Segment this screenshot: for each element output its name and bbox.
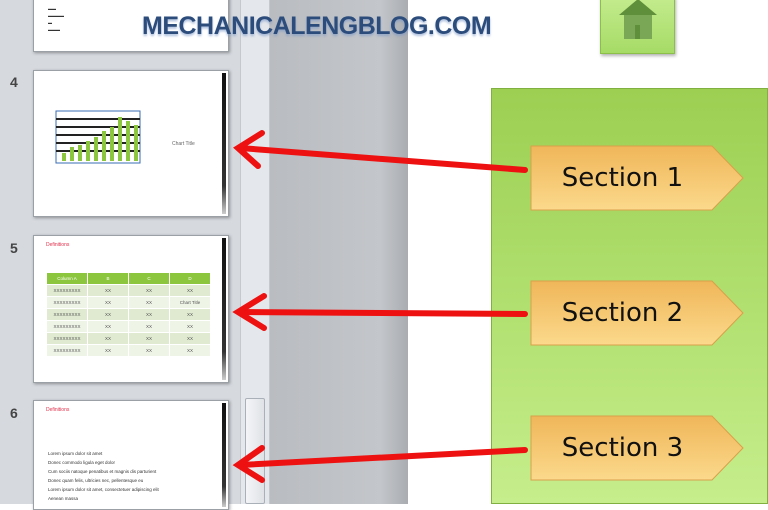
section-2-button[interactable]: Section 2 xyxy=(530,280,745,347)
slide-thumbnail-3[interactable]: ▬▬▬▬▬▬▬▬▬▬ xyxy=(33,0,229,52)
thumbnail-scrollbar[interactable] xyxy=(240,0,270,504)
mini-chart-title: Chart Title xyxy=(172,141,195,147)
pentagon-arrow-shape xyxy=(530,415,744,481)
section-3-label: Section 3 xyxy=(561,433,684,463)
th: C xyxy=(129,273,169,284)
th: B xyxy=(88,273,128,284)
pentagon-arrow-shape xyxy=(530,280,744,346)
slide-thumbnail-panel: ▬▬▬▬▬▬▬▬▬▬ 4 Chart Title 5 Definitions C… xyxy=(0,0,240,510)
red-arrow-1 xyxy=(233,130,528,173)
home-icon xyxy=(619,0,657,39)
bullet: Donec commodo ligula eget dolor xyxy=(48,460,116,465)
slide-edge xyxy=(222,403,226,507)
slide-3-lines: ▬▬▬▬▬▬▬▬▬▬ xyxy=(48,6,64,32)
mini-chart xyxy=(55,110,141,164)
section-1-label: Section 1 xyxy=(561,163,684,193)
bullet: Aenean massa xyxy=(48,496,79,501)
section-1-button[interactable]: Section 1 xyxy=(530,145,745,212)
home-button[interactable] xyxy=(600,0,675,54)
th: Column A xyxy=(47,273,87,284)
slide-edge xyxy=(222,73,226,214)
slide-thumbnail-4[interactable]: Chart Title xyxy=(33,70,229,217)
slide-thumbnail-6[interactable]: Definitions Lorem ipsum dolor sit amet D… xyxy=(33,400,229,510)
slide-edge xyxy=(222,238,226,380)
editor-background xyxy=(270,0,408,504)
slide-number-6: 6 xyxy=(10,405,18,421)
watermark: MECHANICALENGBLOG.COM xyxy=(142,12,492,40)
bullet: Donec quam felis, ultricies nec, pellent… xyxy=(48,478,144,483)
red-arrow-2 xyxy=(232,293,528,331)
slide-6-title: Definitions xyxy=(46,407,70,413)
th: D xyxy=(170,273,210,284)
red-arrow-3 xyxy=(232,445,528,483)
bullet: Lorem ipsum dolor sit amet xyxy=(48,451,103,456)
slide-number-5: 5 xyxy=(10,240,18,256)
slide-number-4: 4 xyxy=(10,74,18,90)
bullet: Cum sociis natoque penatibus et magnis d… xyxy=(48,469,157,474)
pentagon-arrow-shape xyxy=(530,145,744,211)
slide-5-title: Definitions xyxy=(46,242,70,248)
section-2-label: Section 2 xyxy=(561,298,684,328)
section-3-button[interactable]: Section 3 xyxy=(530,415,745,482)
bullet: Lorem ipsum dolor sit amet, consectetuer… xyxy=(48,487,159,492)
